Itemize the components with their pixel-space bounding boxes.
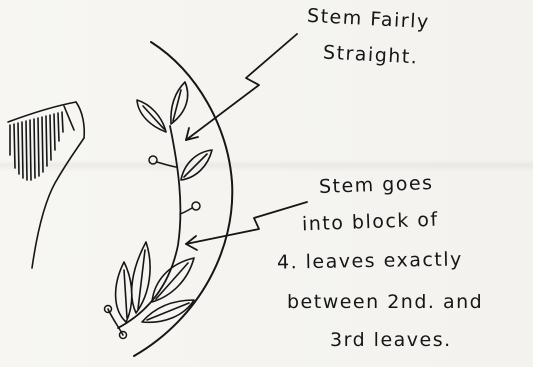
main-stem bbox=[118, 126, 180, 328]
upper-leaf-cluster bbox=[137, 82, 212, 180]
note-four-leaves: 4. leaves exactly bbox=[277, 250, 463, 272]
note-stem-goes: Stem goes bbox=[319, 174, 434, 197]
note-third-leaves: 3rd leaves. bbox=[330, 331, 452, 350]
partial-motif-sketch bbox=[8, 102, 84, 268]
outer-border-arc bbox=[134, 42, 232, 356]
arrow-stem-straight bbox=[186, 34, 297, 140]
note-into-block: into block of bbox=[302, 211, 439, 235]
note-between-leaves: between 2nd. and bbox=[287, 293, 483, 312]
lower-leaf-block bbox=[108, 242, 194, 335]
arrow-stem-block bbox=[186, 202, 307, 250]
note-straight: Straight. bbox=[323, 44, 419, 68]
